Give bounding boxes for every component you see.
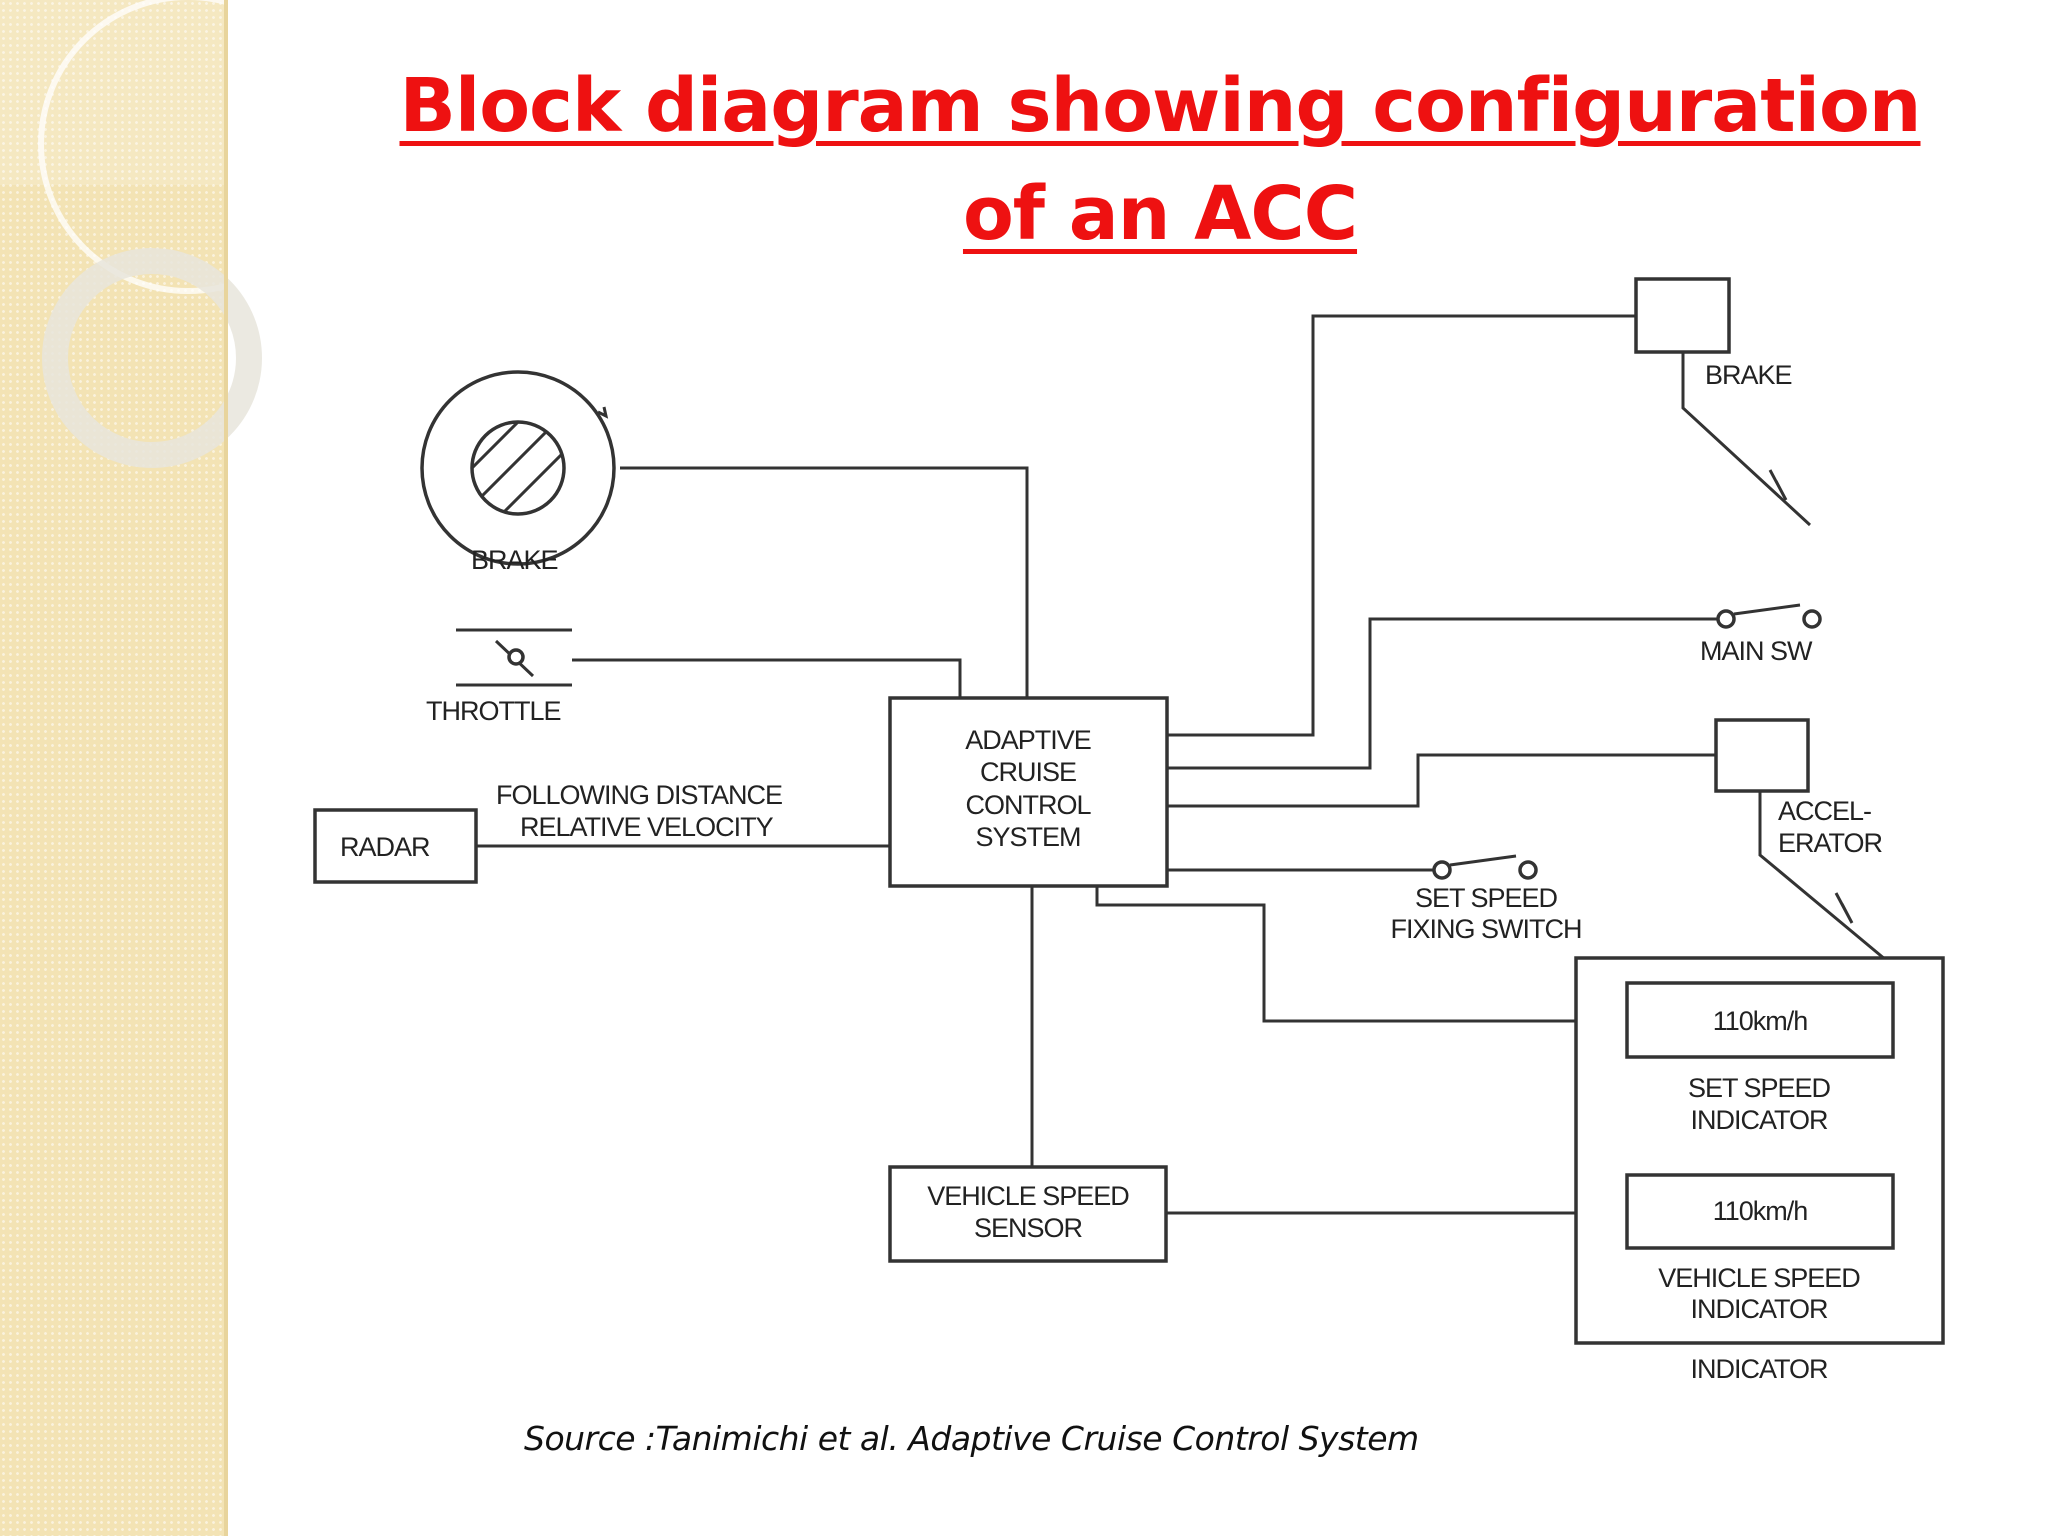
set-speed-switch-label-line2: FIXING SWITCH [1391,914,1582,944]
wire-throttle-to-acc [572,658,962,698]
set-speed-switch-label-line1: SET SPEED [1415,883,1558,913]
main-switch-label: MAIN SW [1700,636,1813,666]
acc-label-line2: CRUISE [980,757,1076,787]
throttle-pivot [507,648,525,666]
accelerator-label-line1: ACCEL- [1778,796,1871,826]
set-speed-display [1625,981,1895,1059]
acc-system-box [888,696,1169,888]
accelerator-lever [1758,791,1887,962]
connection-wires [476,314,1718,1215]
acc-system-block: ADAPTIVE CRUISE CONTROL SYSTEM [888,696,1169,888]
source-citation: Source :Tanimichi et al. Adaptive Cruise… [524,1419,1419,1458]
main-switch: MAIN SW [1700,603,1822,666]
vehicle-speed-sensor-block: VEHICLE SPEED SENSOR [888,1165,1168,1263]
radar-box [313,808,478,884]
set-speed-value: 110km/h [1713,1006,1808,1036]
acc-label-line1: ADAPTIVE [965,725,1091,755]
sidebar-edge [224,0,228,1536]
acc-block-diagram: BRAKE THROTTLE RADAR FOLLOWING DISTANCE … [313,277,1945,1384]
set-speed-switch-contact-right [1518,860,1538,880]
brake-pedal-inner-ring [470,420,566,516]
vehicle-speed-display [1625,1173,1895,1250]
vehicle-speed-sensor-label-line2: SENSOR [974,1213,1083,1243]
brake-pedal-tick [597,406,609,419]
accelerator-box [1714,718,1810,793]
indicator-group: 110km/h SET SPEED INDICATOR 110km/h VEHI… [1574,956,1945,1384]
brake-pedal-label: BRAKE [471,545,558,575]
decorative-ring-small [42,248,262,468]
wire-brake-pedal-to-acc [620,466,1029,698]
vehicle-speed-sensor-box [888,1165,1168,1263]
accelerator-arrow [1834,892,1854,924]
vehicle-speed-indicator-label-line2: INDICATOR [1690,1294,1828,1324]
wire-acc-to-set-speed-indicator [1095,886,1627,1023]
acc-label-line4: SYSTEM [975,822,1080,852]
vehicle-speed-indicator-label-line1: VEHICLE SPEED [1658,1263,1860,1293]
acc-label-line3: CONTROL [965,790,1091,820]
accelerator: ACCEL- ERATOR [1714,718,1887,962]
main-switch-contact-right [1802,609,1822,629]
radar-signal-label-line2: RELATIVE VELOCITY [520,812,774,842]
vehicle-speed-value: 110km/h [1713,1196,1808,1226]
vehicle-speed-sensor-label-line1: VEHICLE SPEED [927,1181,1129,1211]
slide-title-line2: of an ACC [962,171,1358,257]
brake-actuator-box [1634,277,1731,354]
wire-acc-to-brake-actuator [1167,314,1636,737]
set-speed-indicator-label-line2: INDICATOR [1690,1105,1828,1135]
set-speed-indicator-label-line1: SET SPEED [1688,1073,1831,1103]
set-speed-fixing-switch: SET SPEED FIXING SWITCH [1391,854,1583,944]
brake-actuator-arrow [1768,469,1788,501]
brake-pedal: BRAKE [420,370,616,575]
set-speed-switch-blade [1449,854,1517,867]
radar-block: RADAR [313,808,478,884]
main-switch-contact-left [1716,609,1736,629]
wire-acc-to-main-switch [1167,617,1718,770]
set-speed-switch-contact-left [1432,860,1452,880]
throttle-label: THROTTLE [426,696,561,726]
slide-title-line1: Block diagram showing configuration [399,63,1922,149]
radar-signal-label-line1: FOLLOWING DISTANCE [496,780,782,810]
wire-acc-to-accelerator [1167,753,1716,808]
accelerator-label-line2: ERATOR [1778,828,1883,858]
radar-label: RADAR [340,832,430,862]
indicator-group-label: INDICATOR [1690,1354,1828,1384]
brake-actuator-label: BRAKE [1705,360,1792,390]
slide-title: Block diagram showing configuration of a… [300,52,2020,268]
brake-actuator: BRAKE [1634,277,1812,527]
main-switch-blade [1733,603,1801,616]
decorative-ring-large [38,0,338,294]
brake-actuator-lever [1681,352,1812,527]
throttle: THROTTLE [426,628,572,726]
